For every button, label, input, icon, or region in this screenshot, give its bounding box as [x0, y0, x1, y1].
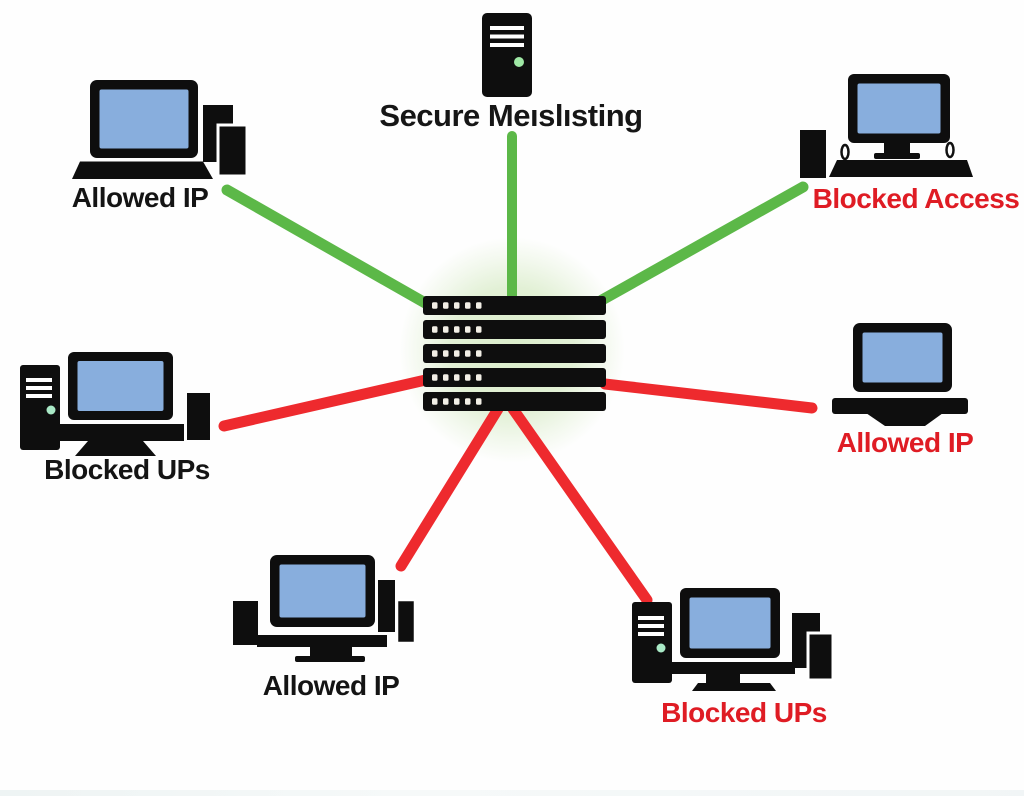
connection-line-topright	[596, 181, 809, 306]
server-led-dot	[454, 374, 460, 381]
node-label-bottom-center: Allowed IP	[262, 670, 400, 701]
server-led-dot	[465, 326, 471, 333]
server-led-dot	[432, 398, 438, 405]
server-led-dot	[432, 302, 438, 309]
server-led-dot	[454, 326, 460, 333]
server-rack-unit	[423, 344, 606, 363]
node-label-bottom-right: Blocked UPs	[661, 697, 827, 728]
server-led-dot	[476, 374, 482, 381]
server-led-dot	[432, 326, 438, 333]
server-led-dot	[465, 350, 471, 357]
server-led-dot	[454, 398, 460, 405]
connection-line-midright	[599, 378, 818, 414]
server-rack-unit	[423, 368, 606, 387]
server-led-dot	[443, 374, 449, 381]
server-led-dot	[476, 302, 482, 309]
server-rack-unit	[423, 392, 606, 411]
bottom-edge-artifact	[0, 790, 1024, 796]
connection-line-topleft	[221, 184, 440, 314]
diagram-title: Secure Meıslısting	[379, 98, 643, 133]
server-led-dot	[443, 350, 449, 357]
server-led-dot	[443, 398, 449, 405]
server-rack-unit	[423, 296, 606, 315]
computer-icon-top-right	[800, 74, 973, 178]
node-label-middle-left: Blocked UPs	[44, 454, 210, 485]
computer-icon-bottom-right	[632, 588, 834, 691]
server-rack-icon	[423, 296, 606, 411]
node-label-top-right: Blocked Access	[812, 183, 1020, 214]
computer-icon-top-left	[72, 80, 249, 179]
server-led-dot	[443, 326, 449, 333]
server-led-dot	[465, 302, 471, 309]
server-led-dot	[443, 302, 449, 309]
server-led-dot	[465, 398, 471, 405]
computer-icon-middle-left	[20, 352, 210, 456]
server-tower-icon	[482, 13, 532, 97]
monitor-icon-middle-right	[832, 323, 968, 426]
node-label-middle-right: Allowed IP	[836, 427, 974, 458]
computer-icon-bottom-center	[233, 555, 417, 662]
server-led-dot	[476, 350, 482, 357]
server-led-dot	[454, 302, 460, 309]
connection-line-midleft	[218, 373, 436, 432]
server-led-dot	[432, 374, 438, 381]
server-led-dot	[454, 350, 460, 357]
server-led-dot	[476, 398, 482, 405]
server-rack-unit	[423, 320, 606, 339]
connection-line-bottomright	[507, 403, 653, 606]
node-label-top-left: Allowed IP	[71, 182, 209, 213]
server-led-dot	[476, 326, 482, 333]
server-led-dot	[465, 374, 471, 381]
server-led-dot	[432, 350, 438, 357]
connection-line-bottomleft	[395, 403, 504, 572]
